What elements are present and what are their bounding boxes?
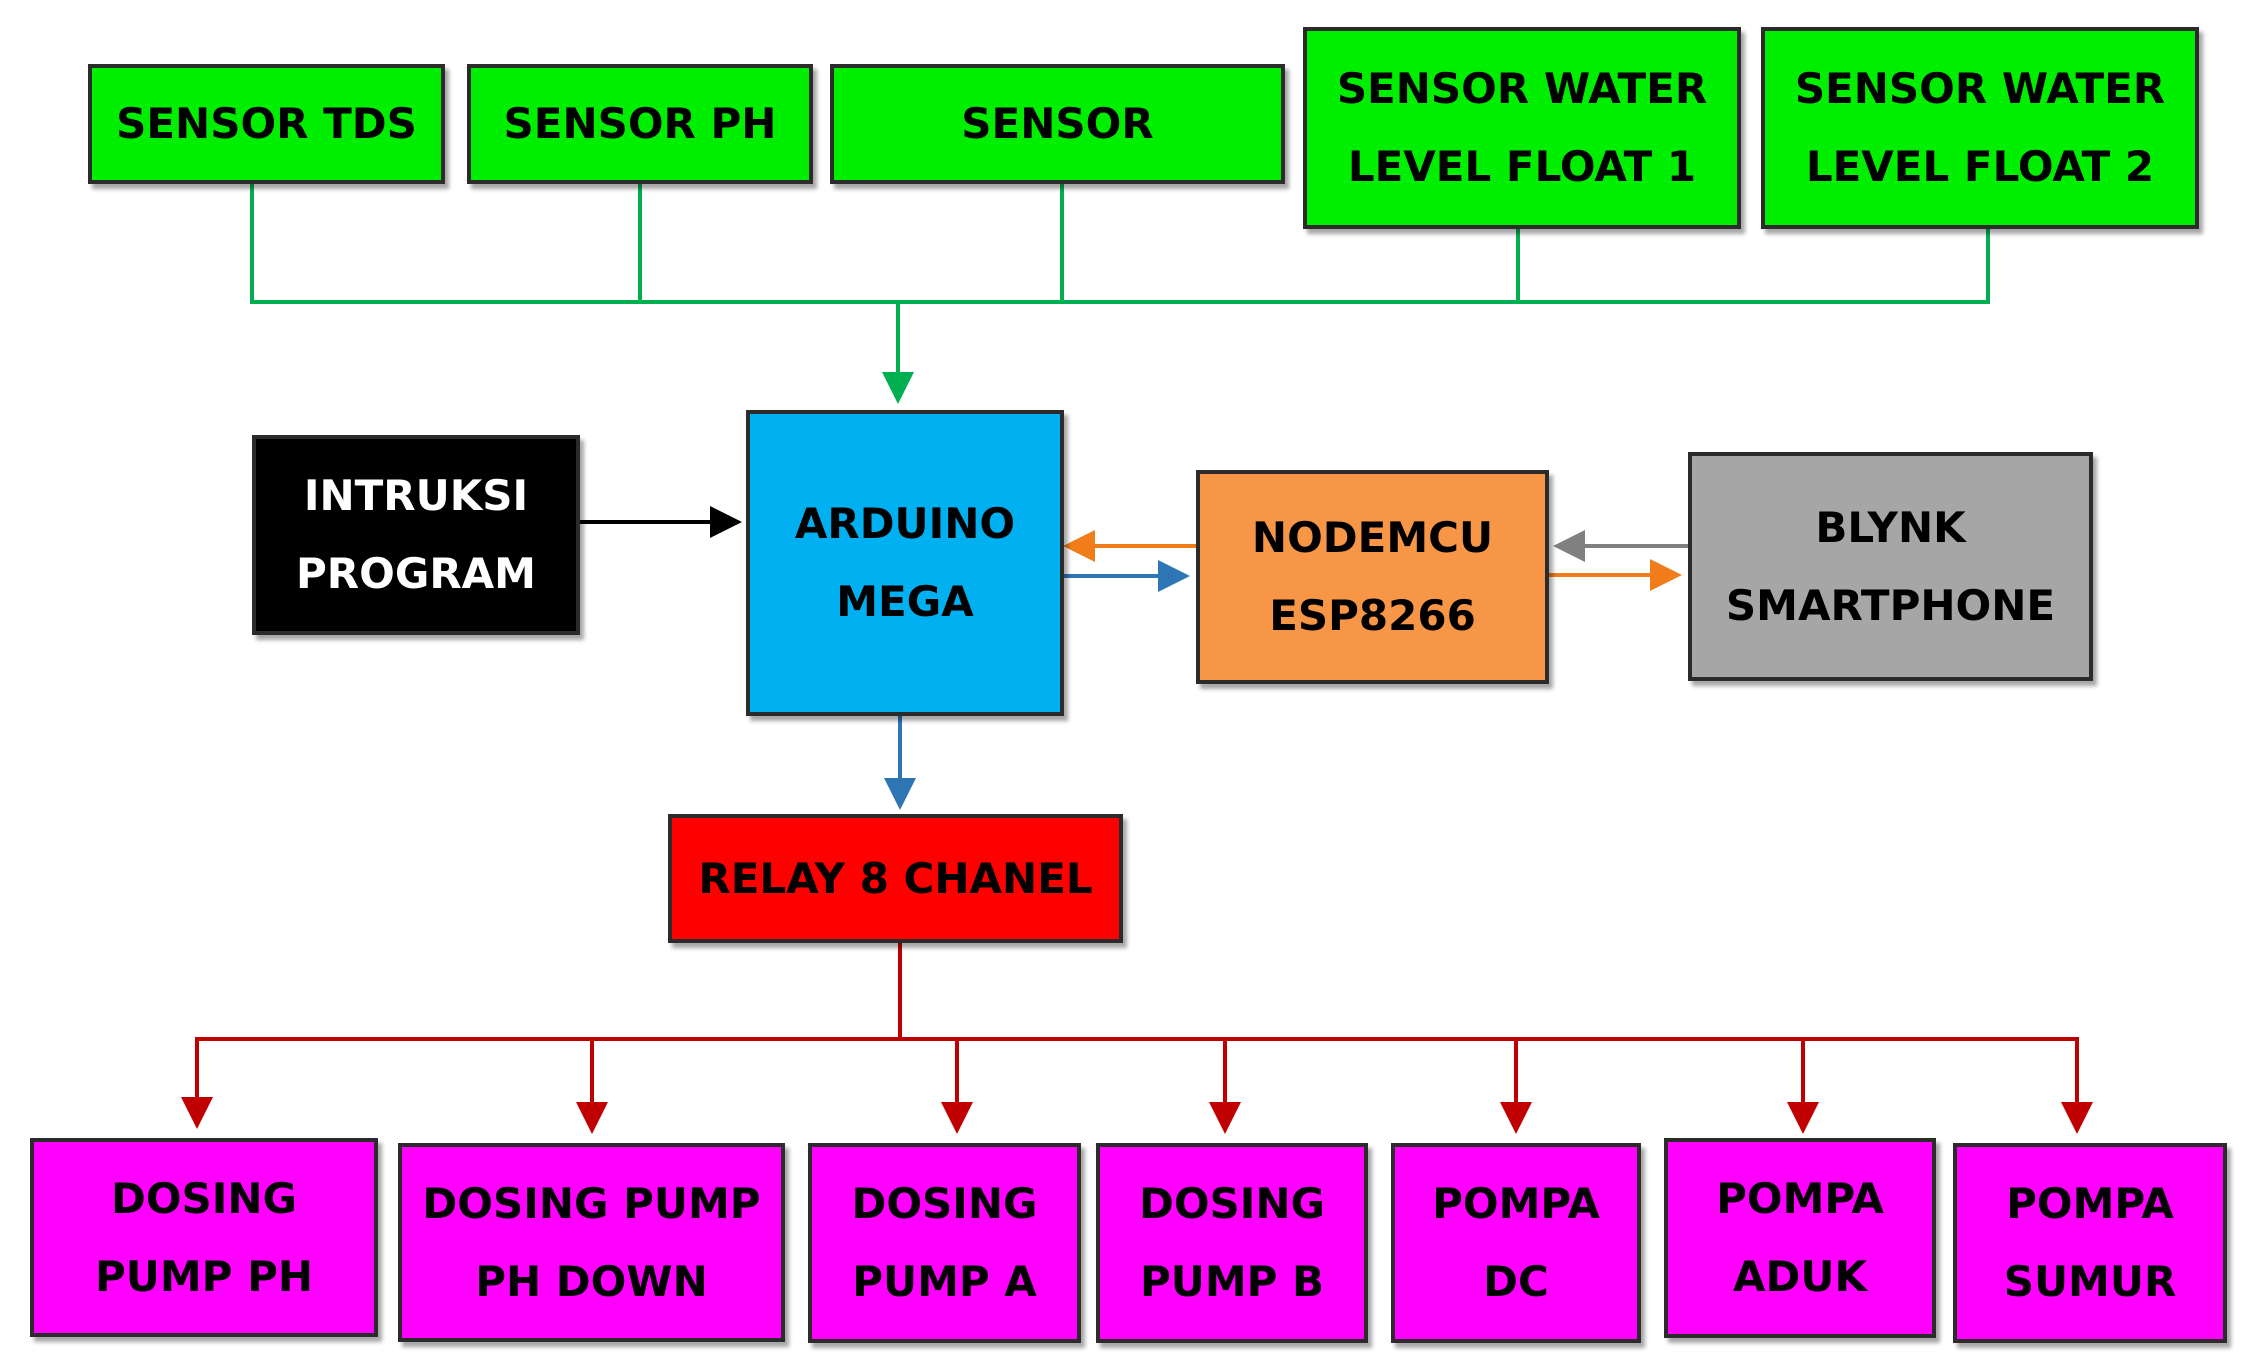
block-label-line-1: DOSING PUMP xyxy=(422,1178,761,1228)
block-label-line-2: MEGA xyxy=(836,577,974,626)
block-label-line-2: DC xyxy=(1483,1257,1549,1306)
sensor-ph-block: SENSOR PH xyxy=(467,64,813,184)
sensor-bus xyxy=(250,183,1990,404)
block-label: RELAY 8 CHANEL xyxy=(698,853,1093,903)
relay-8-channel-block: RELAY 8 CHANEL xyxy=(668,814,1123,943)
block-label-line-2: LEVEL FLOAT 1 xyxy=(1347,142,1697,191)
block-label-line-1: DOSING xyxy=(851,1179,1038,1228)
program-instruction-block: INTRUKSI PROGRAM xyxy=(252,435,580,635)
sensor-water-level-float-1-block: SENSOR WATER LEVEL FLOAT 1 xyxy=(1303,27,1741,229)
pompa-aduk-block: POMPA ADUK xyxy=(1664,1138,1936,1338)
nodemcu-esp8266-block: NODEMCU ESP8266 xyxy=(1196,470,1549,684)
block-label-line-2: SMARTPHONE xyxy=(1725,580,2056,630)
dosing-pump-ph-down-block: DOSING PUMP PH DOWN xyxy=(398,1143,785,1342)
block-label-line-1: SENSOR WATER xyxy=(1336,64,1708,113)
block-label-line-2: SUMUR xyxy=(2003,1257,2177,1306)
block-label-line-1: BLYNK xyxy=(1815,502,1966,552)
block-label-line-2: PH DOWN xyxy=(475,1256,708,1306)
block-label-line-1: INTRUKSI xyxy=(303,471,529,520)
pompa-sumur-block: POMPA SUMUR xyxy=(1953,1143,2227,1343)
block-label-line-1: ARDUINO xyxy=(794,499,1016,548)
block-label-line-1: POMPA xyxy=(2006,1179,2174,1228)
block-label: SENSOR xyxy=(961,99,1154,148)
block-label-line-2: ADUK xyxy=(1732,1252,1868,1301)
block-label-line-2: PUMP PH xyxy=(94,1251,314,1301)
block-label-line-1: POMPA xyxy=(1716,1174,1884,1223)
block-label-line-1: SENSOR WATER xyxy=(1794,64,2166,113)
block-label-line-1: DOSING xyxy=(110,1173,298,1223)
block-label-line-2: ESP8266 xyxy=(1269,591,1476,640)
relay-output-bus xyxy=(181,941,2093,1134)
arduino-mega-block: ARDUINO MEGA xyxy=(746,410,1064,716)
dosing-pump-ph-block: DOSING PUMP PH xyxy=(30,1138,378,1337)
block-label: SENSOR TDS xyxy=(116,99,417,148)
block-label-line-1: NODEMCU xyxy=(1251,513,1494,562)
block-label-line-2: PROGRAM xyxy=(296,549,536,598)
sensor-block: SENSOR xyxy=(830,64,1285,184)
block-label-line-1: DOSING xyxy=(1138,1179,1326,1228)
block-label-line-2: PUMP A xyxy=(852,1257,1037,1306)
dosing-pump-b-block: DOSING PUMP B xyxy=(1096,1143,1368,1343)
block-label-line-1: POMPA xyxy=(1432,1179,1600,1228)
block-label-line-2: LEVEL FLOAT 2 xyxy=(1805,142,2155,191)
sensor-tds-block: SENSOR TDS xyxy=(88,64,445,184)
pompa-dc-block: POMPA DC xyxy=(1391,1143,1641,1343)
block-label-line-2: PUMP B xyxy=(1139,1257,1325,1306)
block-label: SENSOR PH xyxy=(503,99,777,148)
sensor-water-level-float-2-block: SENSOR WATER LEVEL FLOAT 2 xyxy=(1761,27,2199,229)
blynk-smartphone-block: BLYNK SMARTPHONE xyxy=(1688,452,2093,681)
dosing-pump-a-block: DOSING PUMP A xyxy=(808,1143,1081,1343)
